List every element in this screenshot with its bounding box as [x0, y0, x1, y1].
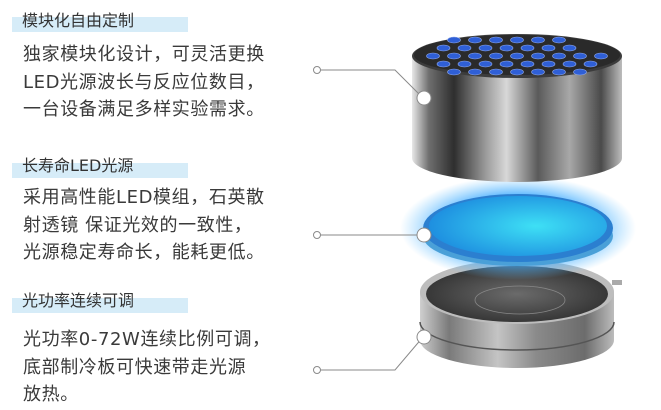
reaction-well: [489, 36, 503, 44]
desc-line: 采用高性能LED模组，石英散: [23, 187, 265, 208]
reaction-well: [594, 52, 608, 60]
reaction-well: [583, 60, 598, 68]
reaction-well: [468, 52, 482, 60]
reaction-well: [426, 52, 440, 60]
feature-desc-modular: 独家模块化设计，可灵活更换 LED光源波长与反应位数目， 一台设备满足多样实验需…: [23, 41, 265, 124]
reaction-well: [510, 52, 524, 60]
feature-title-led: 长寿命LED光源: [22, 156, 134, 175]
reaction-well: [478, 60, 493, 68]
heading-highlight-1: [12, 17, 188, 32]
desc-line: 射透镜 保证光效的一致性，: [23, 214, 253, 236]
desc-line: 放热。: [23, 384, 79, 405]
reaction-well: [447, 52, 461, 60]
reaction-well: [520, 44, 535, 52]
reaction-well: [552, 36, 566, 44]
reaction-well: [573, 52, 587, 60]
desc-line: 底部制冷板可快速带走光源: [23, 356, 247, 378]
feature-desc-power: 光功率0-72W连续比例可调， 底部制冷板可快速带走光源 放热。: [23, 326, 271, 409]
reaction-well: [531, 68, 545, 76]
reaction-module: [412, 34, 622, 182]
reaction-well: [499, 44, 514, 52]
reaction-well: [478, 44, 493, 52]
reaction-well: [562, 44, 577, 52]
reaction-well: [510, 68, 524, 76]
reaction-well: [552, 68, 566, 76]
reaction-well: [447, 36, 461, 44]
desc-line: 光功率0-72W连续比例可调，: [23, 329, 271, 350]
reaction-well: [436, 44, 451, 52]
feature-desc-led: 采用高性能LED模组，石英散 射透镜 保证光效的一致性， 光源稳定寿命长，能耗更…: [23, 184, 265, 267]
reaction-well: [510, 36, 524, 44]
feature-title-modular: 模块化自由定制: [22, 11, 135, 30]
heading-highlight-3: [12, 298, 188, 313]
reaction-well: [573, 68, 587, 76]
callout-dot-icon: [313, 66, 432, 374]
heading-highlight-2: [12, 163, 188, 178]
reaction-well: [436, 60, 451, 68]
reaction-well: [552, 52, 566, 60]
desc-line: LED光源波长与反应位数目，: [23, 71, 265, 93]
led-light-source: [400, 176, 636, 280]
reaction-well: [489, 52, 503, 60]
cooling-base: [419, 260, 622, 368]
reaction-well: [468, 36, 482, 44]
callout-lines: [320, 69, 424, 371]
feature-title-power: 光功率连续可调: [22, 291, 135, 310]
desc-line: 一台设备满足多样实验需求。: [23, 99, 265, 120]
reaction-well: [531, 52, 545, 60]
reaction-well: [468, 68, 482, 76]
desc-line: 光源稳定寿命长，能耗更低。: [23, 242, 265, 263]
reaction-well: [457, 44, 472, 52]
reaction-well: [541, 44, 556, 52]
reaction-well: [447, 68, 461, 76]
reaction-well: [531, 36, 545, 44]
desc-line: 独家模块化设计，可灵活更换: [23, 44, 265, 65]
reaction-well: [520, 60, 535, 68]
reaction-well: [562, 60, 577, 68]
reaction-well: [541, 60, 556, 68]
reaction-well: [489, 68, 503, 76]
reaction-well: [457, 60, 472, 68]
reaction-well: [499, 60, 514, 68]
